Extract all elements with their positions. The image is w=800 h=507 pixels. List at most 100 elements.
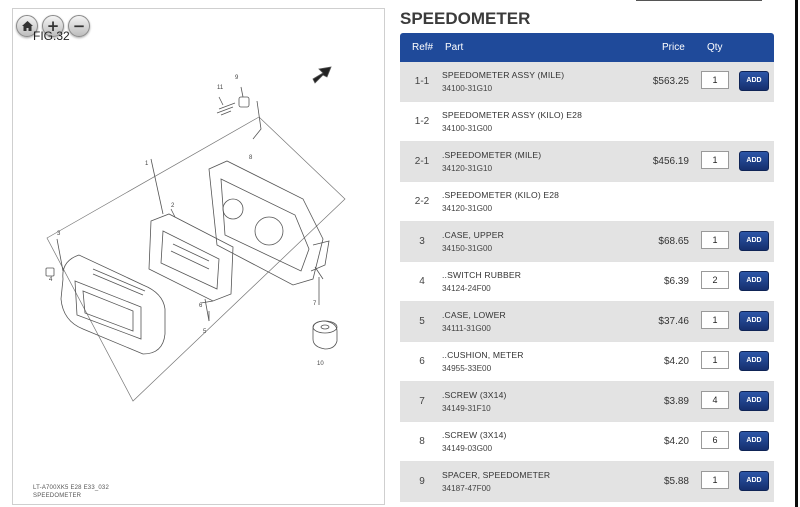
row-ref-number: 2-1	[414, 156, 430, 167]
add-to-cart-button[interactable]: ADD	[739, 391, 769, 411]
minus-icon: −	[72, 17, 86, 35]
diagram-caption: LT-A700XK5 E28 E33_032 SPEEDOMETER	[33, 484, 109, 500]
row-part-number: 34149-31F10	[442, 404, 491, 413]
row-ref-number: 6	[419, 356, 425, 367]
row-price: $3.89	[663, 396, 689, 407]
quantity-input[interactable]	[701, 351, 729, 369]
row-price: $4.20	[663, 356, 689, 367]
row-part-number: 34187-47F00	[442, 484, 491, 493]
add-to-cart-button[interactable]: ADD	[739, 271, 769, 291]
table-row: 8 .SCREW (3X14) 34149-03G00 $4.20 ADD	[400, 422, 774, 462]
row-part-number: 34100-31G10	[442, 84, 493, 93]
add-to-cart-button[interactable]: ADD	[739, 151, 769, 171]
svg-text:1: 1	[145, 161, 149, 167]
zoom-in-button[interactable]: +	[42, 15, 64, 37]
quantity-input[interactable]	[701, 431, 729, 449]
row-ref-number: 7	[419, 396, 425, 407]
row-price: $68.65	[658, 236, 689, 247]
row-part-number: 34149-03G00	[442, 444, 493, 453]
row-price: $37.46	[658, 316, 689, 327]
svg-text:3: 3	[57, 231, 61, 237]
row-ref-number: 5	[419, 316, 425, 327]
zoom-out-button[interactable]: −	[68, 15, 90, 37]
row-part-number: 34100-31G00	[442, 124, 493, 133]
svg-text:5: 5	[203, 329, 207, 335]
window-edge	[795, 0, 798, 507]
quantity-input[interactable]	[701, 231, 729, 249]
row-ref-number: 3	[419, 236, 425, 247]
row-part-number: 34955-33E00	[442, 364, 492, 373]
row-part-name: SPACER, SPEEDOMETER	[442, 470, 551, 480]
row-part-name: SPEEDOMETER ASSY (KILO) E28	[442, 110, 583, 120]
row-part-name: .SCREW (3X14)	[442, 430, 507, 440]
row-price: $5.88	[663, 476, 689, 487]
row-price: $4.20	[663, 436, 689, 447]
top-input-edge[interactable]	[636, 0, 762, 1]
header-price: Price	[662, 42, 685, 53]
svg-text:11: 11	[217, 85, 224, 91]
quantity-input[interactable]	[701, 391, 729, 409]
header-qty: Qty	[707, 42, 723, 53]
table-row: 3 .CASE, UPPER 34150-31G00 $68.65 ADD	[400, 222, 774, 262]
row-ref-number: 8	[419, 436, 425, 447]
row-part-name: .SPEEDOMETER (KILO) E28	[442, 190, 560, 200]
diagram-caption-title: SPEEDOMETER	[33, 493, 82, 499]
row-price: $563.25	[652, 76, 689, 87]
row-ref-number: 4	[419, 276, 425, 287]
row-ref-number: 9	[419, 476, 425, 487]
svg-text:4: 4	[49, 277, 53, 283]
table-row: 9 SPACER, SPEEDOMETER 34187-47F00 $5.88 ADD	[400, 462, 774, 502]
row-part-number: 34150-31G00	[442, 244, 493, 253]
parts-table-header: Ref# Part Price Qty	[400, 33, 774, 62]
table-row: 2-2 .SPEEDOMETER (KILO) E28 34120-31G00	[400, 182, 774, 222]
quantity-input[interactable]	[701, 271, 729, 289]
row-ref-number: 1-1	[414, 76, 430, 87]
svg-text:8: 8	[249, 155, 253, 161]
figure-label: FIG.32	[33, 29, 70, 43]
svg-text:9: 9	[235, 75, 239, 81]
svg-text:7: 7	[313, 301, 317, 307]
add-to-cart-button[interactable]: ADD	[739, 431, 769, 451]
quantity-input[interactable]	[701, 471, 729, 489]
row-part-name: .CASE, LOWER	[442, 310, 506, 320]
row-part-name: .SCREW (3X14)	[442, 390, 507, 400]
exploded-view-drawing: 11 9 8 1 2 3 5 6 7 4 10	[45, 66, 346, 402]
parts-diagram-panel[interactable]: 11 9 8 1 2 3 5 6 7 4 10 + − FIG.32 LT-A7…	[12, 8, 385, 505]
table-row: 1-1 SPEEDOMETER ASSY (MILE) 34100-31G10 $56…	[400, 62, 774, 102]
svg-text:10: 10	[317, 361, 324, 367]
parts-table-body: 1-1 SPEEDOMETER ASSY (MILE) 34100-31G10 $56…	[400, 62, 774, 502]
row-ref-number: 2-2	[414, 196, 430, 207]
add-to-cart-button[interactable]: ADD	[739, 311, 769, 331]
header-ref: Ref#	[412, 42, 434, 53]
quantity-input[interactable]	[701, 151, 729, 169]
row-part-name: .CASE, UPPER	[442, 230, 504, 240]
row-part-name: ..SWITCH RUBBER	[442, 270, 522, 280]
zoom-reset-button[interactable]	[16, 15, 38, 37]
add-to-cart-button[interactable]: ADD	[739, 351, 769, 371]
row-ref-number: 1-2	[414, 116, 430, 127]
table-row: 5 .CASE, LOWER 34111-31G00 $37.46 ADD	[400, 302, 774, 342]
page-title: SPEEDOMETER	[400, 9, 531, 28]
table-row: 1-2 SPEEDOMETER ASSY (KILO) E28 34100-31G0…	[400, 102, 774, 142]
table-row: 2-1.SPEEDOMETER (MILE)34120-31G10$456.19…	[400, 142, 774, 182]
home-icon	[21, 21, 33, 31]
add-to-cart-button[interactable]: ADD	[739, 471, 769, 491]
row-price: $456.19	[652, 156, 689, 167]
add-to-cart-button[interactable]: ADD	[739, 71, 769, 91]
plus-icon: +	[46, 17, 60, 35]
svg-text:6: 6	[199, 303, 203, 309]
row-part-number: 34120-31G10	[442, 164, 493, 173]
quantity-input[interactable]	[701, 71, 729, 89]
header-part: Part	[445, 42, 464, 53]
quantity-input[interactable]	[701, 311, 729, 329]
row-price: $6.39	[663, 276, 689, 287]
diagram-caption-model: LT-A700XK5 E28 E33_032	[33, 485, 110, 491]
add-to-cart-button[interactable]: ADD	[739, 231, 769, 251]
row-part-number: 34120-31G00	[442, 204, 493, 213]
row-part-name: SPEEDOMETER ASSY (MILE)	[442, 70, 565, 80]
row-part-number: 34111-31G00	[442, 324, 491, 333]
svg-text:2: 2	[171, 203, 175, 209]
